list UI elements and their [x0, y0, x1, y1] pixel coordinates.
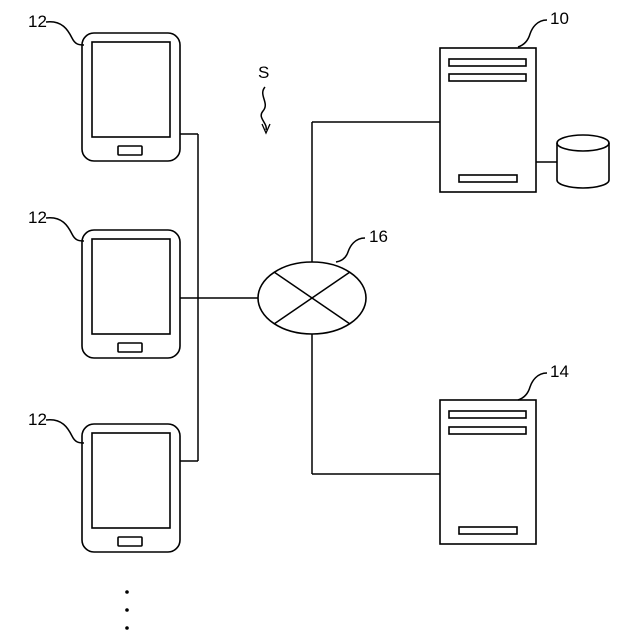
server-top-label-leader	[518, 20, 547, 47]
terminal-device-3	[82, 424, 180, 552]
terminal-body	[82, 230, 180, 358]
terminal-label-2: 12	[28, 208, 47, 227]
terminal-home-button	[118, 146, 142, 155]
server-body	[440, 400, 536, 544]
server-top-label: 10	[550, 9, 569, 28]
server-bottom-label: 14	[550, 362, 569, 381]
server-slot	[459, 527, 517, 534]
terminal-home-button	[118, 343, 142, 352]
server-slot	[459, 175, 517, 182]
database-icon	[557, 135, 609, 188]
terminal-label-3: 12	[28, 410, 47, 429]
terminal-home-button	[118, 537, 142, 546]
network-node	[258, 262, 366, 334]
terminal-device-2	[82, 230, 180, 358]
server-bottom-label-leader	[518, 373, 547, 400]
network-label-leader	[336, 238, 365, 262]
server-drive-bay	[449, 427, 526, 434]
terminal-screen	[92, 433, 170, 528]
server-drive-bay	[449, 74, 526, 81]
server-drive-bay	[449, 411, 526, 418]
server-drive-bay	[449, 59, 526, 66]
server-connections	[312, 122, 440, 474]
terminal-label-1: 12	[28, 12, 47, 31]
terminal-label-leader-2	[46, 218, 84, 241]
server-10	[440, 48, 536, 192]
terminal-device-1	[82, 33, 180, 161]
terminal-screen	[92, 239, 170, 334]
terminal-label-leader-1	[46, 22, 84, 45]
server-body	[440, 48, 536, 192]
server-14	[440, 400, 536, 544]
network-label: 16	[369, 227, 388, 246]
terminal-label-leader-3	[46, 420, 84, 443]
terminal-body	[82, 33, 180, 161]
terminal-connections	[180, 134, 258, 461]
terminal-body	[82, 424, 180, 552]
system-label: S	[258, 63, 269, 82]
more-terminals-ellipsis	[125, 590, 129, 630]
terminal-screen	[92, 42, 170, 137]
system-label-leader	[261, 87, 266, 130]
